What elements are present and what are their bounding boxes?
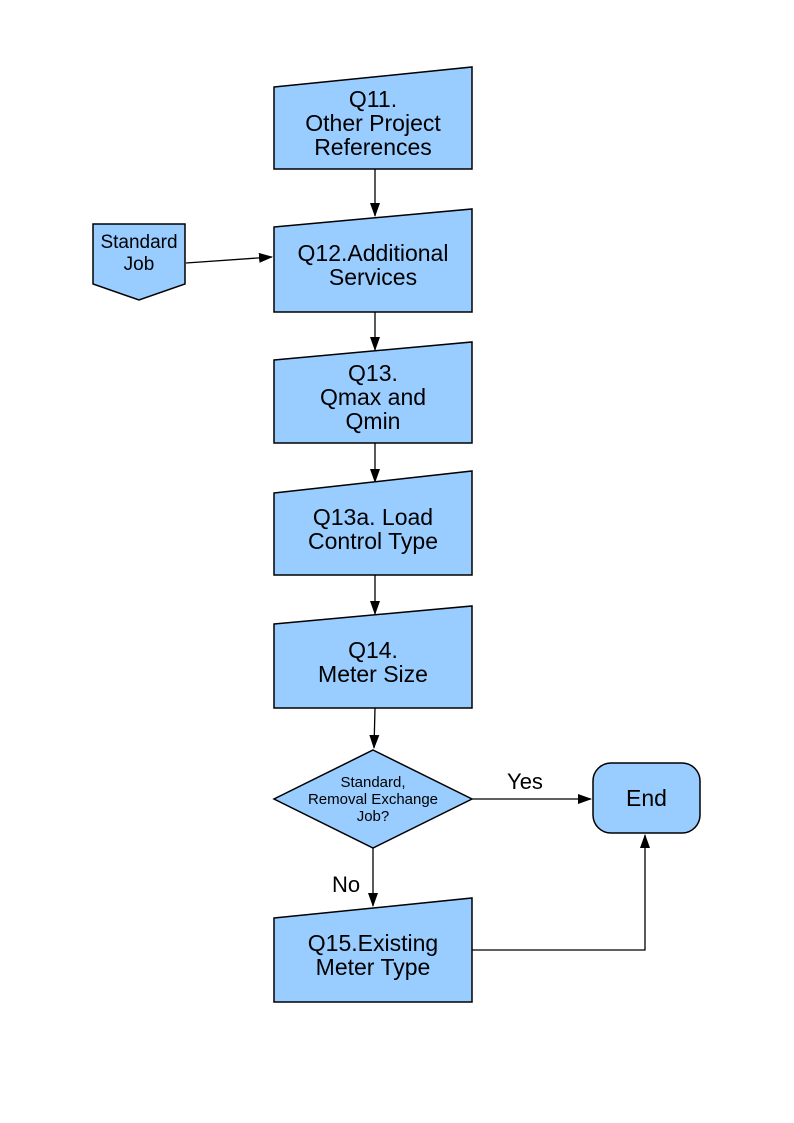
connector-q15-to-end bbox=[472, 834, 650, 951]
standard-job-label: Standard Job bbox=[100, 232, 178, 275]
q15-label: Q15.Existing Meter Type bbox=[307, 930, 439, 980]
q13a-label: Q13a. Load Control Type bbox=[308, 503, 438, 554]
q14-label: Q14. Meter Size bbox=[318, 636, 428, 687]
q13a-shape bbox=[273, 470, 473, 576]
standard-job-shape bbox=[92, 223, 186, 301]
q13-label: Q13. Qmax and Qmin bbox=[319, 360, 427, 434]
q11-shape bbox=[273, 66, 473, 170]
connector-q14-to-decision bbox=[369, 707, 380, 749]
end-label: End bbox=[626, 785, 667, 811]
no-edge-label: No bbox=[331, 872, 361, 897]
q12-label: Q12.Additional Services bbox=[297, 240, 449, 290]
q15-shape bbox=[273, 897, 473, 1003]
decision-label: Standard, Removal Exchange Job? bbox=[307, 773, 439, 825]
yes-edge-label: Yes bbox=[507, 769, 543, 794]
decision-diamond-shape bbox=[272, 749, 474, 849]
connector-standardjob-to-q12 bbox=[185, 252, 273, 264]
end-shape bbox=[592, 762, 701, 834]
q11-label: Q11. Other Project References bbox=[305, 86, 441, 160]
q13-shape bbox=[273, 341, 473, 444]
q12-shape bbox=[273, 208, 473, 313]
q14-shape bbox=[273, 605, 473, 709]
